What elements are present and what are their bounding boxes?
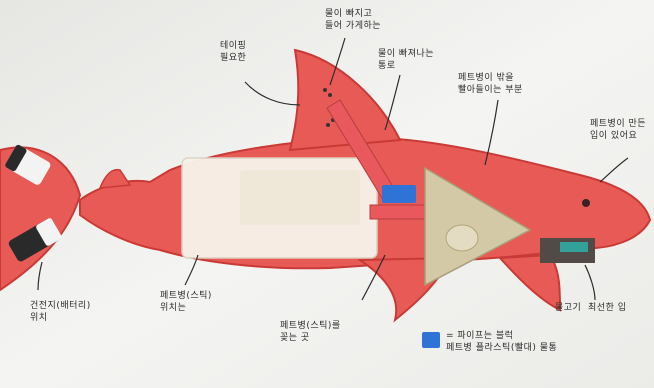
annotation-blue-key: = 파이프는 블럭 페트병 플라스틱(빨대) 물통	[446, 330, 557, 354]
blue-piece	[382, 185, 416, 203]
annotation-top-right: 페트병이 밖을 빨아들이는 부분	[458, 72, 523, 96]
annotation-top-middle: 물이 빠지고 들어 가게하는	[325, 8, 381, 32]
straw-horizontal	[370, 205, 430, 219]
annotation-bottom-middle: 페트병(스틱)를 꽂는 곳	[280, 320, 341, 344]
blue-key-swatch	[422, 332, 440, 348]
annotation-bottom-right: 물고기 최선한 입	[555, 302, 627, 314]
paper-sleeve-inner	[240, 170, 360, 225]
dot	[328, 93, 332, 97]
annotation-bottom-left: 건전지(배터리) 위치	[30, 300, 91, 324]
dot	[326, 123, 330, 127]
shark-eye	[582, 199, 590, 207]
annotation-top-middle2: 물이 빠져나는 통로	[378, 48, 434, 72]
triangle-circle	[446, 225, 478, 251]
annotation-bottom-left2: 페트병(스틱) 위치는	[160, 290, 212, 314]
annotation-top-left: 테이핑 필요한	[220, 40, 246, 64]
dot	[323, 88, 327, 92]
mouth-green	[560, 242, 588, 252]
annotation-far-right: 페트병이 만든 입이 있어요	[590, 118, 646, 142]
